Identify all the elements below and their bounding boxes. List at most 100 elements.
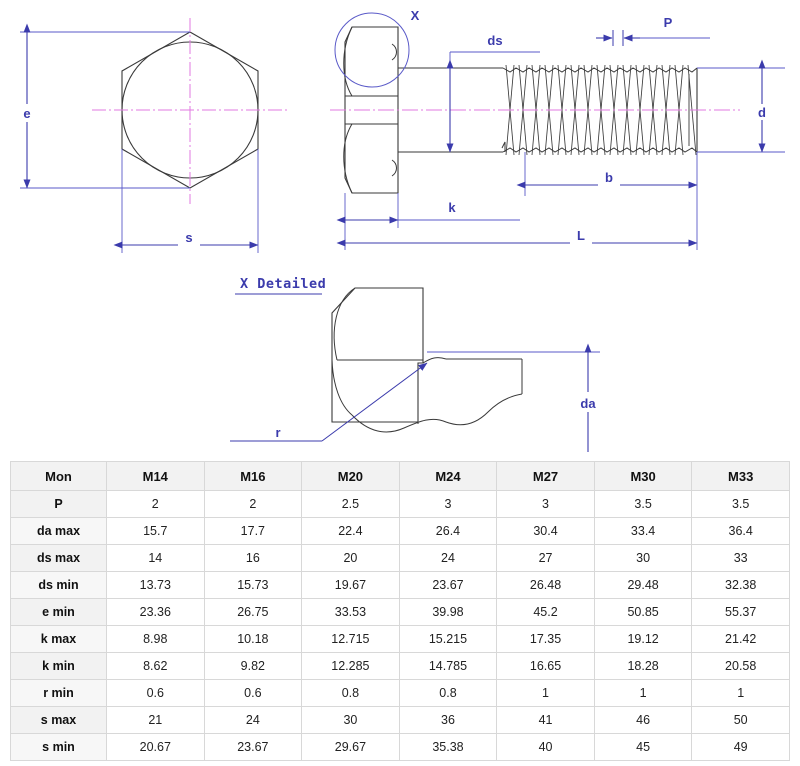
table-cell: 46 <box>593 706 693 734</box>
table-row-label: e min <box>10 598 107 626</box>
table-cell: 30 <box>593 544 693 572</box>
head-chamfer-arc-top <box>343 26 353 97</box>
dim-label-e: e <box>23 106 30 121</box>
table-cell: 16.65 <box>496 652 595 680</box>
table-header-size-m16: M16 <box>203 461 303 491</box>
table-cell: 17.7 <box>203 517 303 545</box>
table-cell: 23.36 <box>106 598 205 626</box>
bolt-drawing-svg: e s <box>20 8 785 452</box>
table-cell: 49 <box>691 733 790 761</box>
table-cell: 50 <box>691 706 790 734</box>
table-cell: 29.67 <box>301 733 400 761</box>
table-cell: 10.18 <box>203 625 303 653</box>
table-header-property: Mon <box>10 461 107 491</box>
table-row-label: k min <box>10 652 107 680</box>
table-cell: 0.8 <box>398 679 498 707</box>
dim-label-b: b <box>605 170 613 185</box>
table-cell: 45.2 <box>496 598 595 626</box>
detail-fillet-arc <box>422 357 447 364</box>
table-cell: 45 <box>593 733 693 761</box>
table-cell: 13.73 <box>106 571 205 599</box>
thread-runout-mark <box>501 141 506 152</box>
table-cell: 0.6 <box>203 679 303 707</box>
table-cell: 9.82 <box>203 652 303 680</box>
dim-label-r: r <box>275 425 280 440</box>
table-cell: 21 <box>106 706 205 734</box>
table-cell: 12.285 <box>301 652 400 680</box>
dim-label-p: P <box>664 15 673 30</box>
table-cell: 20.67 <box>106 733 205 761</box>
table-cell: 27 <box>496 544 595 572</box>
table-cell: 8.62 <box>106 652 205 680</box>
table-header-size-m20: M20 <box>301 461 400 491</box>
table-cell: 15.73 <box>203 571 303 599</box>
table-cell: 21.42 <box>691 625 790 653</box>
table-cell: 36 <box>398 706 498 734</box>
table-cell: 26.4 <box>398 517 498 545</box>
table-cell: 24 <box>203 706 303 734</box>
table-cell: 40 <box>496 733 595 761</box>
table-cell: 50.85 <box>593 598 693 626</box>
table-cell: 32.38 <box>691 571 790 599</box>
table-cell: 14.785 <box>398 652 498 680</box>
head-fillet-bottom <box>391 159 397 177</box>
table-cell: 22.4 <box>301 517 400 545</box>
table-cell: 3.5 <box>691 490 790 518</box>
table-cell: 55.37 <box>691 598 790 626</box>
table-row-label: s min <box>10 733 107 761</box>
table-cell: 33 <box>691 544 790 572</box>
table-cell: 17.35 <box>496 625 595 653</box>
detail-x-view: X Detailed r <box>230 276 600 452</box>
table-header-size-m14: M14 <box>106 461 205 491</box>
table-cell: 14 <box>106 544 205 572</box>
dim-label-ds: ds <box>487 33 502 48</box>
table-cell: 39.98 <box>398 598 498 626</box>
dim-label-d: d <box>758 105 766 120</box>
head-chamfer-arc-bottom <box>343 123 353 194</box>
detail-head-chamfer-arc <box>333 287 356 361</box>
bolt-side-view: X ds k P <box>330 8 785 250</box>
table-cell: 36.4 <box>691 517 790 545</box>
table-row-label: ds min <box>10 571 107 599</box>
dim-label-k: k <box>448 200 456 215</box>
table-cell: 35.38 <box>398 733 498 761</box>
table-cell: 3 <box>398 490 498 518</box>
table-cell: 1 <box>496 679 595 707</box>
detail-head-outline <box>331 287 424 423</box>
table-cell: 15.7 <box>106 517 205 545</box>
table-cell: 0.8 <box>301 679 400 707</box>
table-cell: 26.48 <box>496 571 595 599</box>
technical-drawing-area: e s <box>20 8 785 452</box>
table-cell: 33.4 <box>593 517 693 545</box>
table-row-label: ds max <box>10 544 107 572</box>
table-cell: 19.67 <box>301 571 400 599</box>
hex-head-front-view: e s <box>20 18 288 253</box>
table-cell: 20.58 <box>691 652 790 680</box>
table-cell: 26.75 <box>203 598 303 626</box>
table-cell: 23.67 <box>203 733 303 761</box>
table-cell: 24 <box>398 544 498 572</box>
table-row-label: r min <box>10 679 107 707</box>
table-cell: 2 <box>203 490 303 518</box>
detail-x-title: X Detailed <box>240 276 326 292</box>
table-cell: 12.715 <box>301 625 400 653</box>
table-cell: 15.215 <box>398 625 498 653</box>
table-cell: 29.48 <box>593 571 693 599</box>
table-cell: 19.12 <box>593 625 693 653</box>
table-header-size-m30: M30 <box>593 461 693 491</box>
table-cell: 16 <box>203 544 303 572</box>
table-cell: 30.4 <box>496 517 595 545</box>
r-leader-diagonal <box>321 362 428 442</box>
